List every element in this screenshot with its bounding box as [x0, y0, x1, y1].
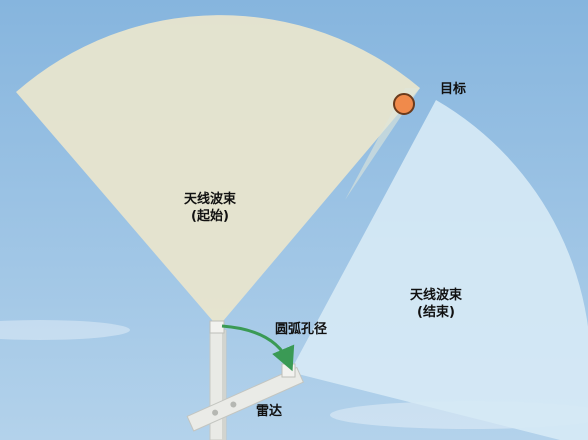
beam-overlap — [345, 88, 420, 200]
target-marker — [393, 93, 415, 115]
radar-end-joint — [281, 363, 296, 378]
beam-end-label-line1: 天线波束 — [410, 287, 463, 303]
beam-start-sector — [16, 15, 420, 328]
beam-end-label-line2: (结束) — [417, 304, 455, 320]
radar-top-joint — [209, 320, 225, 334]
beam-start-label-line2: (起始) — [191, 208, 229, 224]
aperture-arrow — [221, 324, 295, 372]
target-label: 目标 — [440, 81, 466, 97]
beam-start-label-line1: 天线波束 — [184, 191, 237, 207]
radar-arm — [186, 366, 304, 432]
radar-mast-shade — [222, 330, 226, 440]
beam-end-sector — [290, 100, 588, 440]
cloud-left — [0, 320, 130, 340]
aperture-label: 圆弧孔径 — [275, 321, 327, 337]
radar-label: 雷达 — [256, 403, 282, 419]
